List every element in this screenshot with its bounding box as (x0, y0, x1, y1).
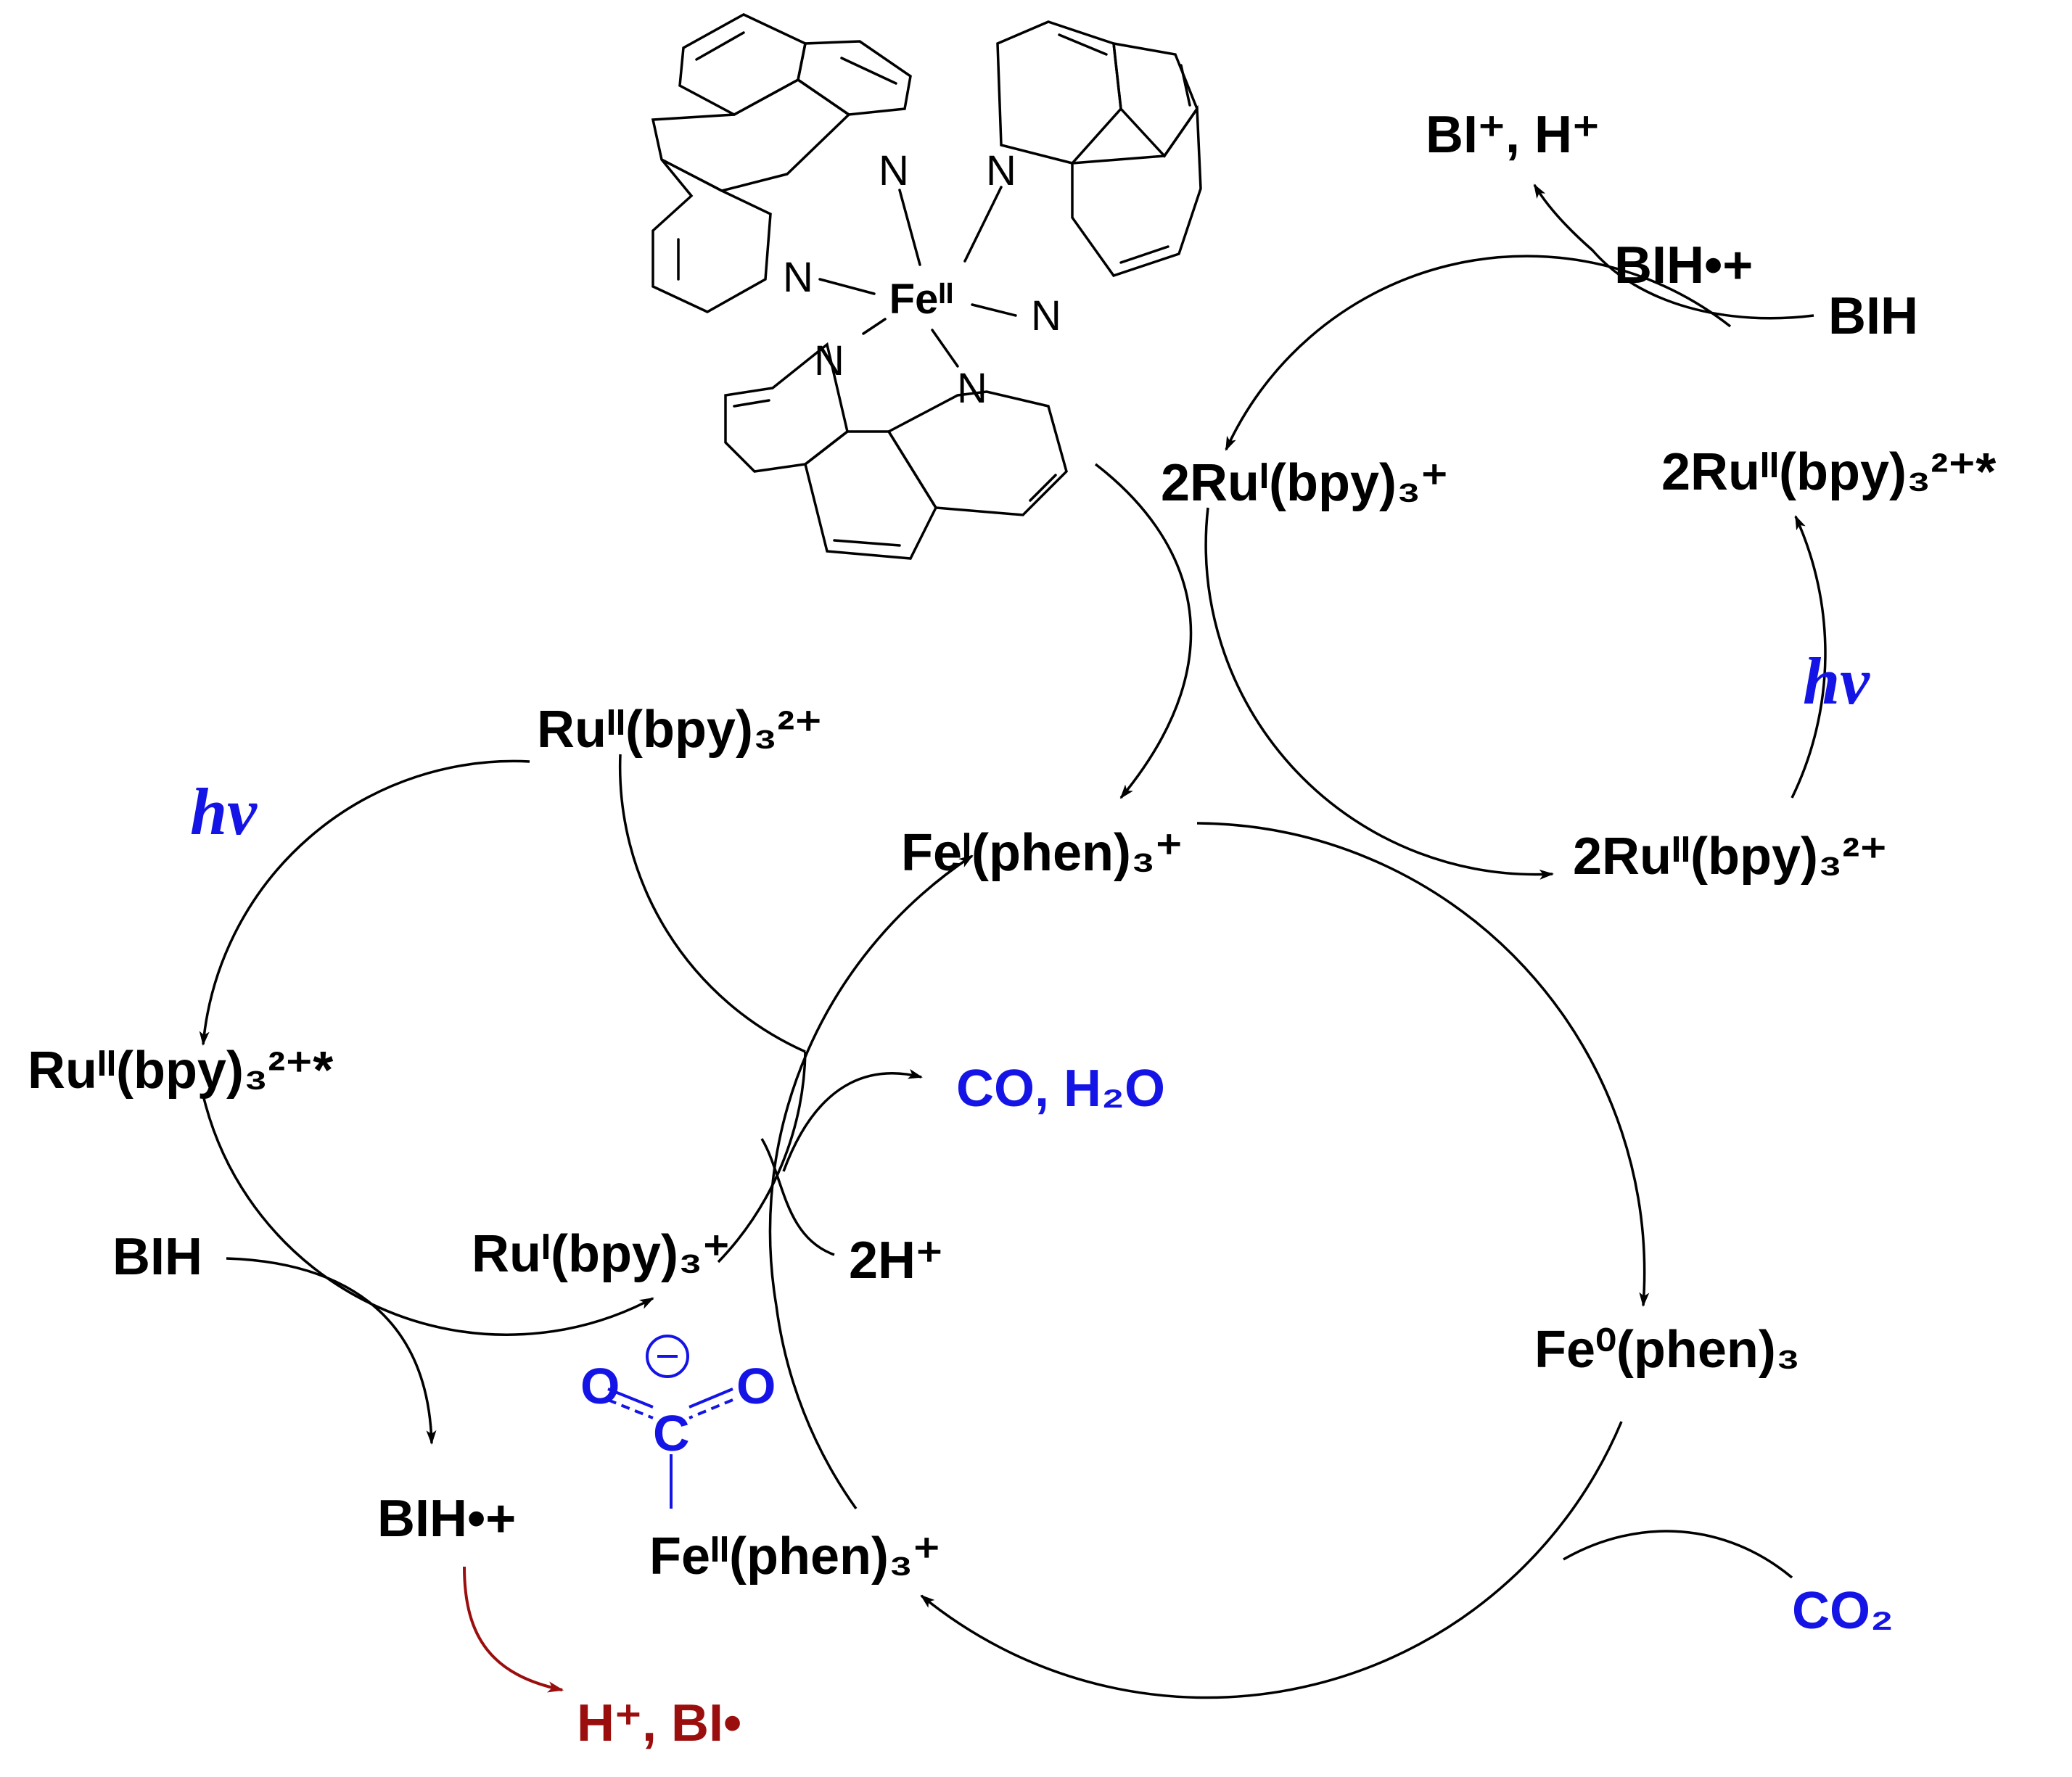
label-bih-radical-cation-top: BIH•+ (1614, 236, 1753, 294)
label-fe-ii-co2: Feᴵᴵ(phen)₃⁺ (649, 1527, 940, 1586)
right-ru-cycle (1204, 255, 1827, 880)
label-ru-i-left: Ruᴵ(bpy)₃⁺ (472, 1225, 730, 1283)
label-ru-ii-excited-left: Ruᴵᴵ(bpy)₃²⁺* (28, 1042, 333, 1100)
left-ru-cycle (199, 754, 807, 1336)
label-bih-left: BIH (112, 1228, 202, 1286)
label-bih-radical-cation-bottom: BIH•+ (377, 1490, 516, 1548)
label-2ru-ii-excited: 2Ruᴵᴵ(bpy)₃²⁺* (1661, 443, 1996, 501)
n-atom-4: N (1031, 292, 1061, 339)
label-2ru-ii: 2Ruᴵᴵ(bpy)₃²⁺ (1573, 828, 1887, 886)
label-fe-0: Fe⁰(phen)₃ (1534, 1321, 1800, 1379)
negative-charge-circle (646, 1335, 689, 1378)
n-atom-5: N (814, 337, 844, 384)
label-bih-top: BIH (1828, 287, 1918, 345)
label-hv-left: hν (190, 775, 258, 849)
side-arrows (226, 184, 1814, 1693)
label-2h-plus: 2H⁺ (849, 1232, 943, 1290)
label-hv-right: hν (1803, 644, 1870, 718)
main-fe-cycle (768, 822, 1650, 1699)
fe-center-atom: Feᴵᴵ (889, 276, 954, 323)
n-atom-2: N (986, 147, 1016, 194)
n-atom-6: N (957, 365, 987, 412)
label-co2: CO₂ (1792, 1582, 1894, 1640)
label-fe-i: Feᴵ(phen)₃⁺ (901, 824, 1183, 882)
co2-carbon: C (653, 1405, 690, 1461)
label-bi-plus-h-plus: BI⁺, H⁺ (1426, 106, 1600, 164)
label-h-plus-bi-radical: H⁺, BI• (577, 1694, 741, 1752)
label-co-h2o: CO, H₂O (956, 1060, 1165, 1118)
label-ru-ii-left: Ruᴵᴵ(bpy)₃²⁺ (537, 701, 822, 759)
co2-oxygen-right: O (736, 1358, 776, 1414)
label-2ru-i: 2Ruᴵ(bpy)₃⁺ (1161, 454, 1448, 512)
fe-phen3-structure: N N N N N N Feᴵᴵ (651, 13, 1202, 560)
n-atom-3: N (783, 254, 813, 301)
co2-adduct: O O C (580, 1335, 776, 1509)
n-atom-1: N (879, 147, 909, 194)
co2-oxygen-left: O (580, 1358, 620, 1414)
